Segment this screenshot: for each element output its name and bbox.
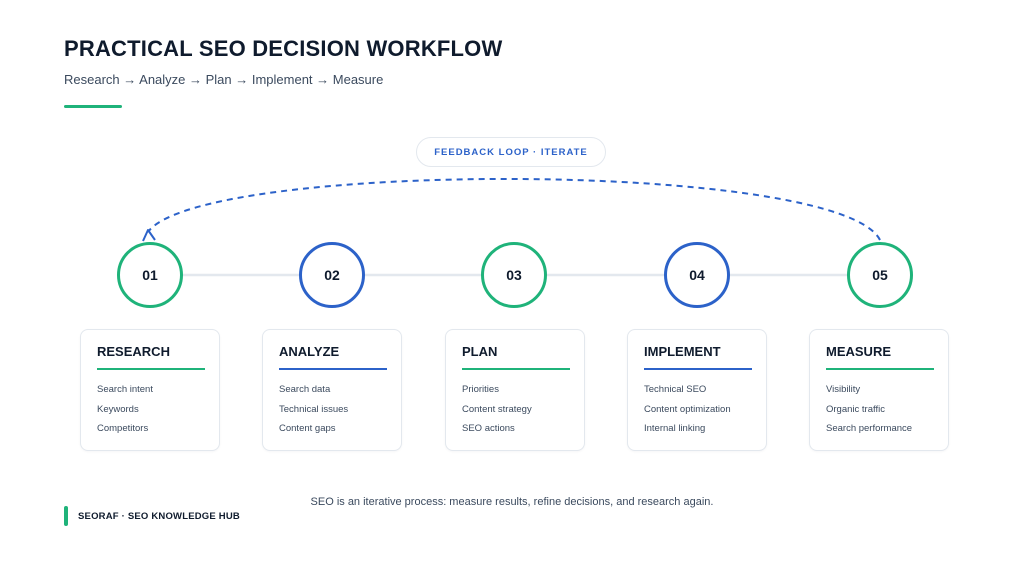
step-card-item: Competitors (97, 423, 149, 434)
footer-note: SEO is an iterative process: measure res… (310, 496, 714, 508)
step-card-item: Search intent (97, 384, 153, 395)
step-card-item: Technical SEO (644, 384, 707, 395)
step-card-item: Internal linking (644, 423, 706, 434)
step-card-measure: MEASURE Visibility Organic traffic Searc… (809, 329, 949, 451)
step-card-title: RESEARCH (97, 344, 170, 359)
step-card-items: Search intent Keywords Competitors (97, 383, 153, 442)
step-card-analyze: ANALYZE Search data Technical issues Con… (262, 329, 402, 451)
step-card-item: Content strategy (462, 403, 532, 415)
step-card-rule (279, 368, 387, 370)
page-subtitle: Research → Analyze → Plan → Implement → … (64, 72, 384, 87)
step-card-rule (462, 368, 570, 370)
step-card-title: ANALYZE (279, 344, 340, 359)
step-card-item: Search performance (826, 423, 913, 434)
step-card-rule (644, 368, 752, 370)
step-card-item: Organic traffic (826, 403, 885, 415)
step-card-rule (826, 368, 934, 370)
step-card-items: Priorities Content strategy SEO actions (462, 383, 532, 442)
page-title: PRACTICAL SEO DECISION WORKFLOW (64, 36, 503, 61)
step-card-title: IMPLEMENT (644, 344, 721, 359)
step-node-03: 03 (481, 242, 547, 308)
step-card-item: Search data (279, 384, 331, 395)
step-card-item: Content gaps (279, 423, 336, 434)
step-card-items: Visibility Organic traffic Search perfor… (826, 383, 912, 442)
step-card-title: MEASURE (826, 344, 892, 359)
step-card-items: Technical SEO Content optimization Inter… (644, 383, 731, 442)
step-card-item: Keywords (97, 403, 139, 415)
step-card-item: SEO actions (462, 423, 515, 434)
feedback-loop-arrowhead (142, 229, 156, 242)
step-node-01: 01 (117, 242, 183, 308)
feedback-loop-arc (147, 177, 881, 241)
brand-label: SEORAF · SEO KNOWLEDGE HUB (78, 511, 240, 522)
step-card-research: RESEARCH Search intent Keywords Competit… (80, 329, 220, 451)
title-accent-bar (64, 105, 122, 108)
step-card-plan: PLAN Priorities Content strategy SEO act… (445, 329, 585, 451)
feedback-loop-label: FEEDBACK LOOP · ITERATE (416, 137, 606, 167)
step-card-item: Technical issues (279, 403, 349, 415)
step-card-item: Content optimization (644, 403, 731, 415)
brand-accent-bar (64, 506, 68, 526)
step-card-item: Priorities (462, 384, 499, 395)
step-node-05: 05 (847, 242, 913, 308)
step-node-04: 04 (664, 242, 730, 308)
step-card-title: PLAN (462, 344, 498, 359)
step-card-rule (97, 368, 205, 370)
step-card-implement: IMPLEMENT Technical SEO Content optimiza… (627, 329, 767, 451)
step-card-items: Search data Technical issues Content gap… (279, 383, 348, 442)
step-card-item: Visibility (826, 384, 861, 395)
step-node-02: 02 (299, 242, 365, 308)
